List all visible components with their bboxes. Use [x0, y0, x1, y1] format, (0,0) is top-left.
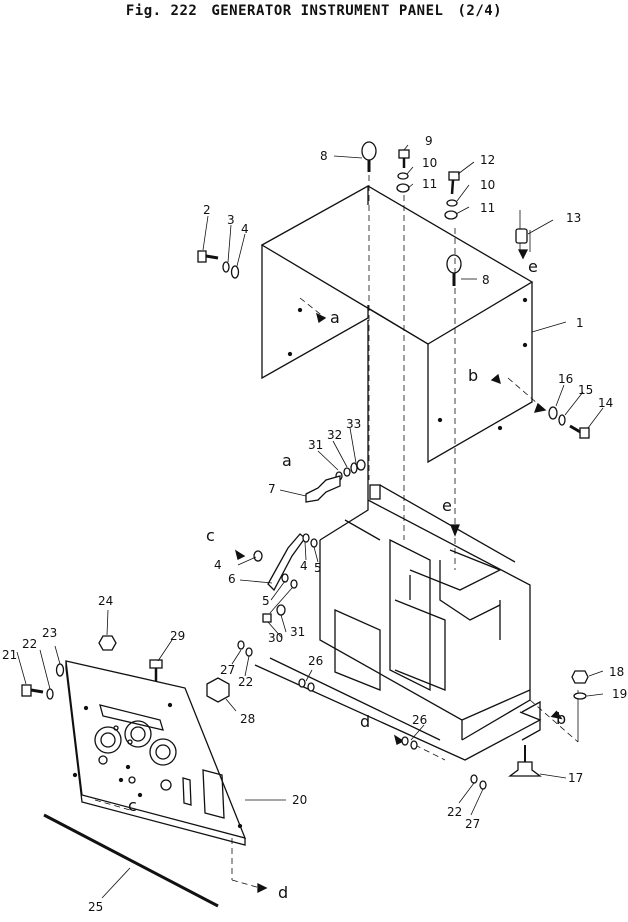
callout-16: 16	[558, 372, 573, 386]
callout-25: 25	[88, 900, 103, 914]
hardware	[21, 149, 590, 790]
callout-leaders	[16, 144, 604, 899]
callout-11: 11	[422, 177, 437, 191]
callout-4: 4	[214, 558, 222, 572]
callout-22: 22	[22, 637, 37, 651]
figure-name: GENERATOR INSTRUMENT PANEL	[211, 3, 444, 19]
callout-15: 15	[578, 383, 593, 397]
callout-21: 21	[2, 648, 17, 662]
lower-frame	[254, 320, 542, 761]
callout-12: 12	[480, 153, 495, 167]
callout-3: 3	[227, 213, 235, 227]
callout-8: 8	[320, 149, 328, 163]
ref-letter-e: e	[442, 496, 452, 515]
ref-letter-a: a	[282, 451, 292, 470]
callout-5: 5	[262, 594, 270, 608]
callout-22: 22	[447, 805, 462, 819]
callout-29: 29	[170, 629, 185, 643]
callout-17: 17	[568, 771, 583, 785]
leader-lines	[519, 210, 579, 742]
callout-10: 10	[422, 156, 437, 170]
callout-23: 23	[42, 626, 57, 640]
callout-11: 11	[480, 201, 495, 215]
ref-letter-c: c	[128, 796, 137, 815]
callout-28: 28	[240, 712, 255, 726]
callout-18: 18	[609, 665, 624, 679]
figure-title: Fig. 222 GENERATOR INSTRUMENT PANEL (2/4)	[0, 3, 628, 19]
callout-19: 19	[612, 687, 627, 701]
callout-31: 31	[290, 625, 305, 639]
eyebolt	[361, 141, 462, 286]
callout-7: 7	[268, 482, 276, 496]
callout-33: 33	[346, 417, 361, 431]
callout-22: 22	[238, 675, 253, 689]
callout-9: 9	[425, 134, 433, 148]
callout-4: 4	[241, 222, 249, 236]
callout-27: 27	[465, 817, 480, 831]
callout-20: 20	[292, 793, 307, 807]
callout-26: 26	[412, 713, 427, 727]
callout-numbers: 1 2 3 4 4 4 5 5 6 7 8 8 9 10 10 11 11 12…	[2, 134, 627, 914]
callout-10: 10	[480, 178, 495, 192]
ref-letter-d: d	[278, 883, 288, 902]
ref-letter-b: b	[556, 709, 566, 728]
ref-letter-a: a	[330, 308, 340, 327]
figure-number: Fig. 222	[125, 3, 198, 19]
instrument-panel	[65, 660, 247, 846]
callout-24: 24	[98, 594, 113, 608]
callout-6: 6	[228, 572, 236, 586]
callout-31: 31	[308, 438, 323, 452]
figure-sheet: (2/4)	[457, 3, 503, 19]
callout-26: 26	[308, 654, 323, 668]
callout-8: 8	[482, 273, 490, 287]
ref-letter-c: c	[206, 526, 215, 545]
callout-2: 2	[203, 203, 211, 217]
top-cover	[260, 185, 534, 464]
callout-13: 13	[566, 211, 581, 225]
callout-4: 4	[300, 559, 308, 573]
callout-5: 5	[314, 561, 322, 575]
ref-letter-e: e	[528, 257, 538, 276]
callout-1: 1	[576, 316, 584, 330]
callout-32: 32	[327, 428, 342, 442]
ref-letter-b: b	[468, 366, 478, 385]
callout-27: 27	[220, 663, 235, 677]
callout-14: 14	[598, 396, 613, 410]
callout-30: 30	[268, 631, 283, 645]
reference-letters: a a b b c c d d e e	[128, 257, 566, 902]
ref-letter-d: d	[360, 712, 370, 731]
rod	[43, 812, 221, 908]
